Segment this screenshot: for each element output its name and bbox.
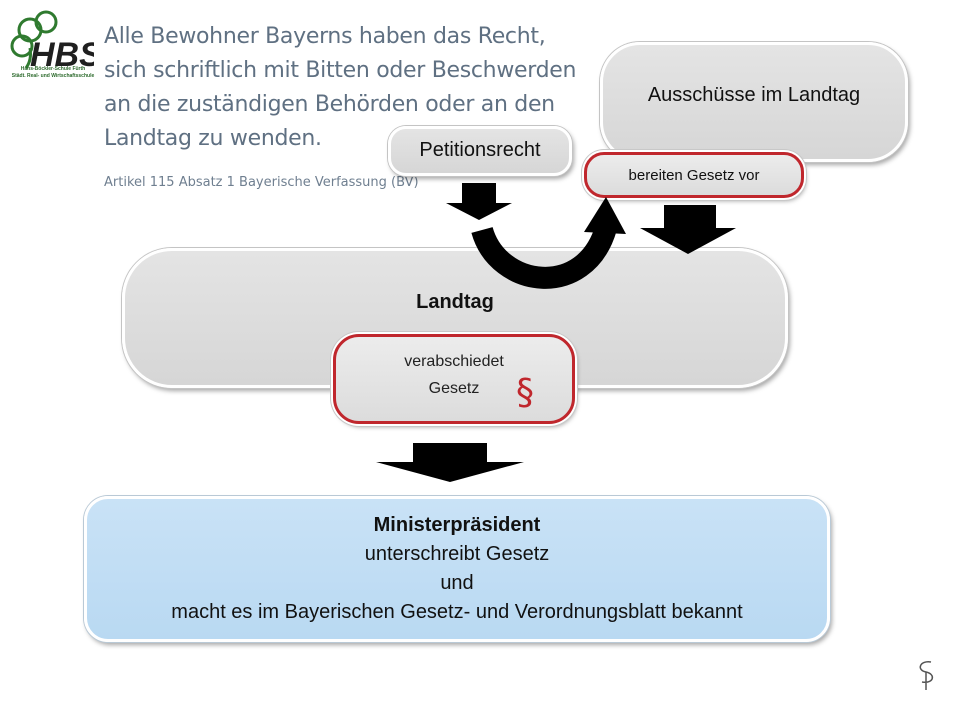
logo-caption-line2: Städt. Real- und Wirtschaftsschule: [11, 73, 95, 79]
clover-icon: [10, 10, 58, 69]
ministerpraesident-text: Ministerpräsident unterschreibt Gesetz u…: [84, 511, 830, 627]
landtag-label: Landtag: [416, 291, 494, 313]
petitionsrecht-label: Petitionsrecht: [419, 139, 541, 161]
signature-mark-icon: [919, 661, 934, 690]
constitution-quote: Alle Bewohner Bayerns haben das Recht, s…: [104, 20, 577, 156]
logo-caption: Hans-Böckler-Schule Fürth Städt. Real- u…: [8, 66, 98, 80]
logo-caption-line1: Hans-Böckler-Schule Fürth: [20, 66, 86, 72]
mp-line: unterschreibt Gesetz: [364, 543, 550, 565]
arrow-down-icon: [446, 183, 512, 220]
bereiten-label: bereiten Gesetz vor: [628, 167, 760, 184]
mp-title: Ministerpräsident: [373, 514, 541, 536]
logo-letters: HBS: [30, 36, 94, 74]
verabschiedet-label: verabschiedet: [404, 353, 504, 370]
ministerpraesident-box: [84, 496, 830, 642]
curved-arrow-icon: [471, 224, 617, 289]
curved-arrowhead-icon: [584, 197, 626, 234]
bereiten-box: [584, 152, 804, 198]
mp-line: und: [440, 572, 474, 594]
quote-line: Alle Bewohner Bayerns haben das Recht,: [104, 24, 546, 49]
ausschuesse-label: Ausschüsse im Landtag: [647, 84, 861, 106]
mp-line: macht es im Bayerischen Gesetz- und Vero…: [171, 601, 743, 623]
arrow-down-icon: [640, 205, 736, 254]
school-logo: HBS: [10, 10, 94, 74]
quote-source: Artikel 115 Absatz 1 Bayerische Verfassu…: [104, 175, 419, 190]
petitionsrecht-box: [388, 126, 572, 176]
quote-line: an die zuständigen Behörden oder an den: [104, 92, 555, 117]
gesetz-label: Gesetz: [428, 380, 480, 397]
quote-line: sich schriftlich mit Bitten oder Beschwe…: [104, 58, 577, 83]
verabschiedet-box: [333, 334, 575, 424]
paragraph-icon: §: [516, 372, 534, 413]
arrow-down-icon: [376, 443, 524, 482]
quote-line: Landtag zu wenden.: [104, 126, 322, 151]
